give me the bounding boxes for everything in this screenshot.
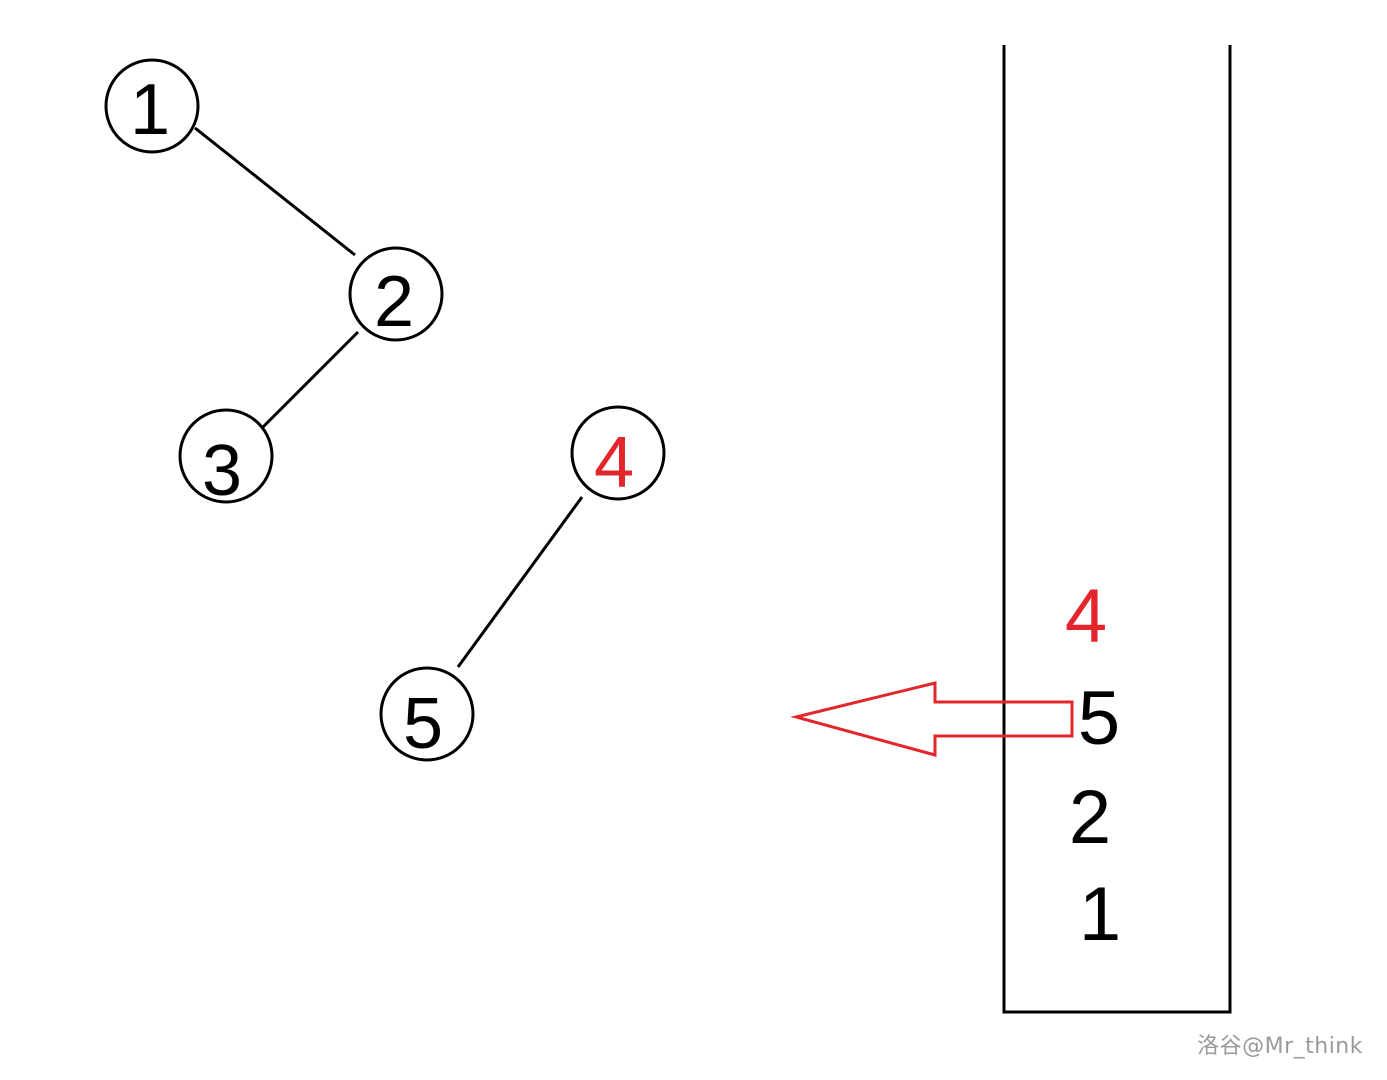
edge-4-5 [456, 496, 584, 668]
red-arrow-left-icon [790, 681, 1074, 757]
tree-node-4: 4 [570, 405, 666, 503]
tree-node-1-label: 1 [130, 70, 170, 150]
stack-container [1002, 45, 1232, 1014]
tree-node-3-label: 3 [202, 431, 242, 511]
tree-node-4-label: 4 [594, 423, 634, 503]
stack-item-2: 5 [1078, 676, 1120, 761]
stack-item-3: 2 [1069, 775, 1111, 860]
tree-node-5: 5 [379, 666, 475, 764]
tree-node-2-label: 2 [374, 262, 414, 342]
stack-item-bottom: 1 [1079, 872, 1121, 957]
edge-2-3 [260, 330, 360, 430]
tree-node-3: 3 [178, 408, 274, 511]
edge-1-2 [194, 126, 356, 257]
tree-node-5-label: 5 [403, 684, 443, 764]
tree-node-1: 1 [104, 58, 200, 154]
watermark: 洛谷@Mr_think [1197, 1034, 1363, 1059]
stack-item-top: 4 [1065, 574, 1107, 659]
tree-node-2: 2 [348, 246, 444, 342]
